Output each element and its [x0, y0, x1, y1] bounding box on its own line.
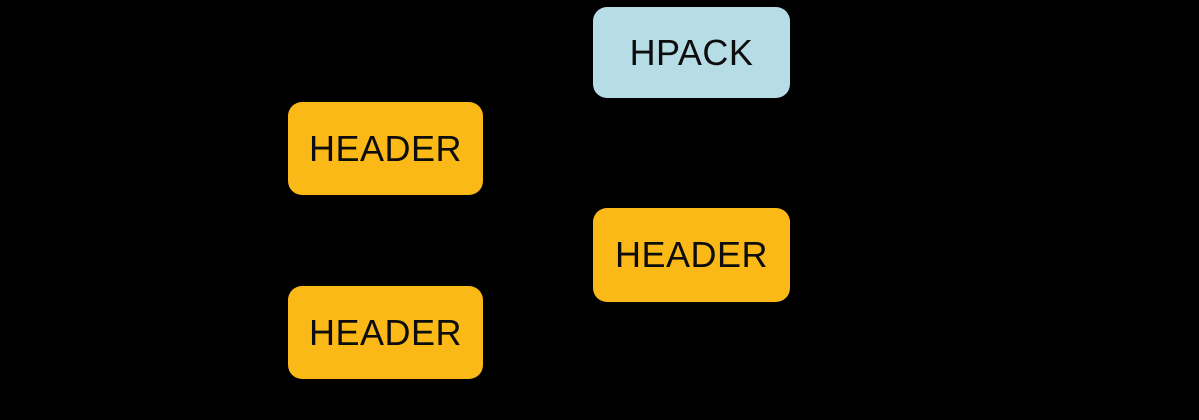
- header-node-bottom-left-label: HEADER: [308, 311, 463, 353]
- hpack-node-label: HPACK: [629, 31, 754, 73]
- header-node-bottom-left: HEADER: [288, 286, 483, 379]
- header-node-top-left: HEADER: [288, 102, 483, 195]
- header-node-top-left-label: HEADER: [308, 127, 463, 169]
- header-node-mid-right: HEADER: [593, 208, 790, 302]
- hpack-node: HPACK: [593, 7, 790, 98]
- header-node-mid-right-label: HEADER: [614, 234, 769, 275]
